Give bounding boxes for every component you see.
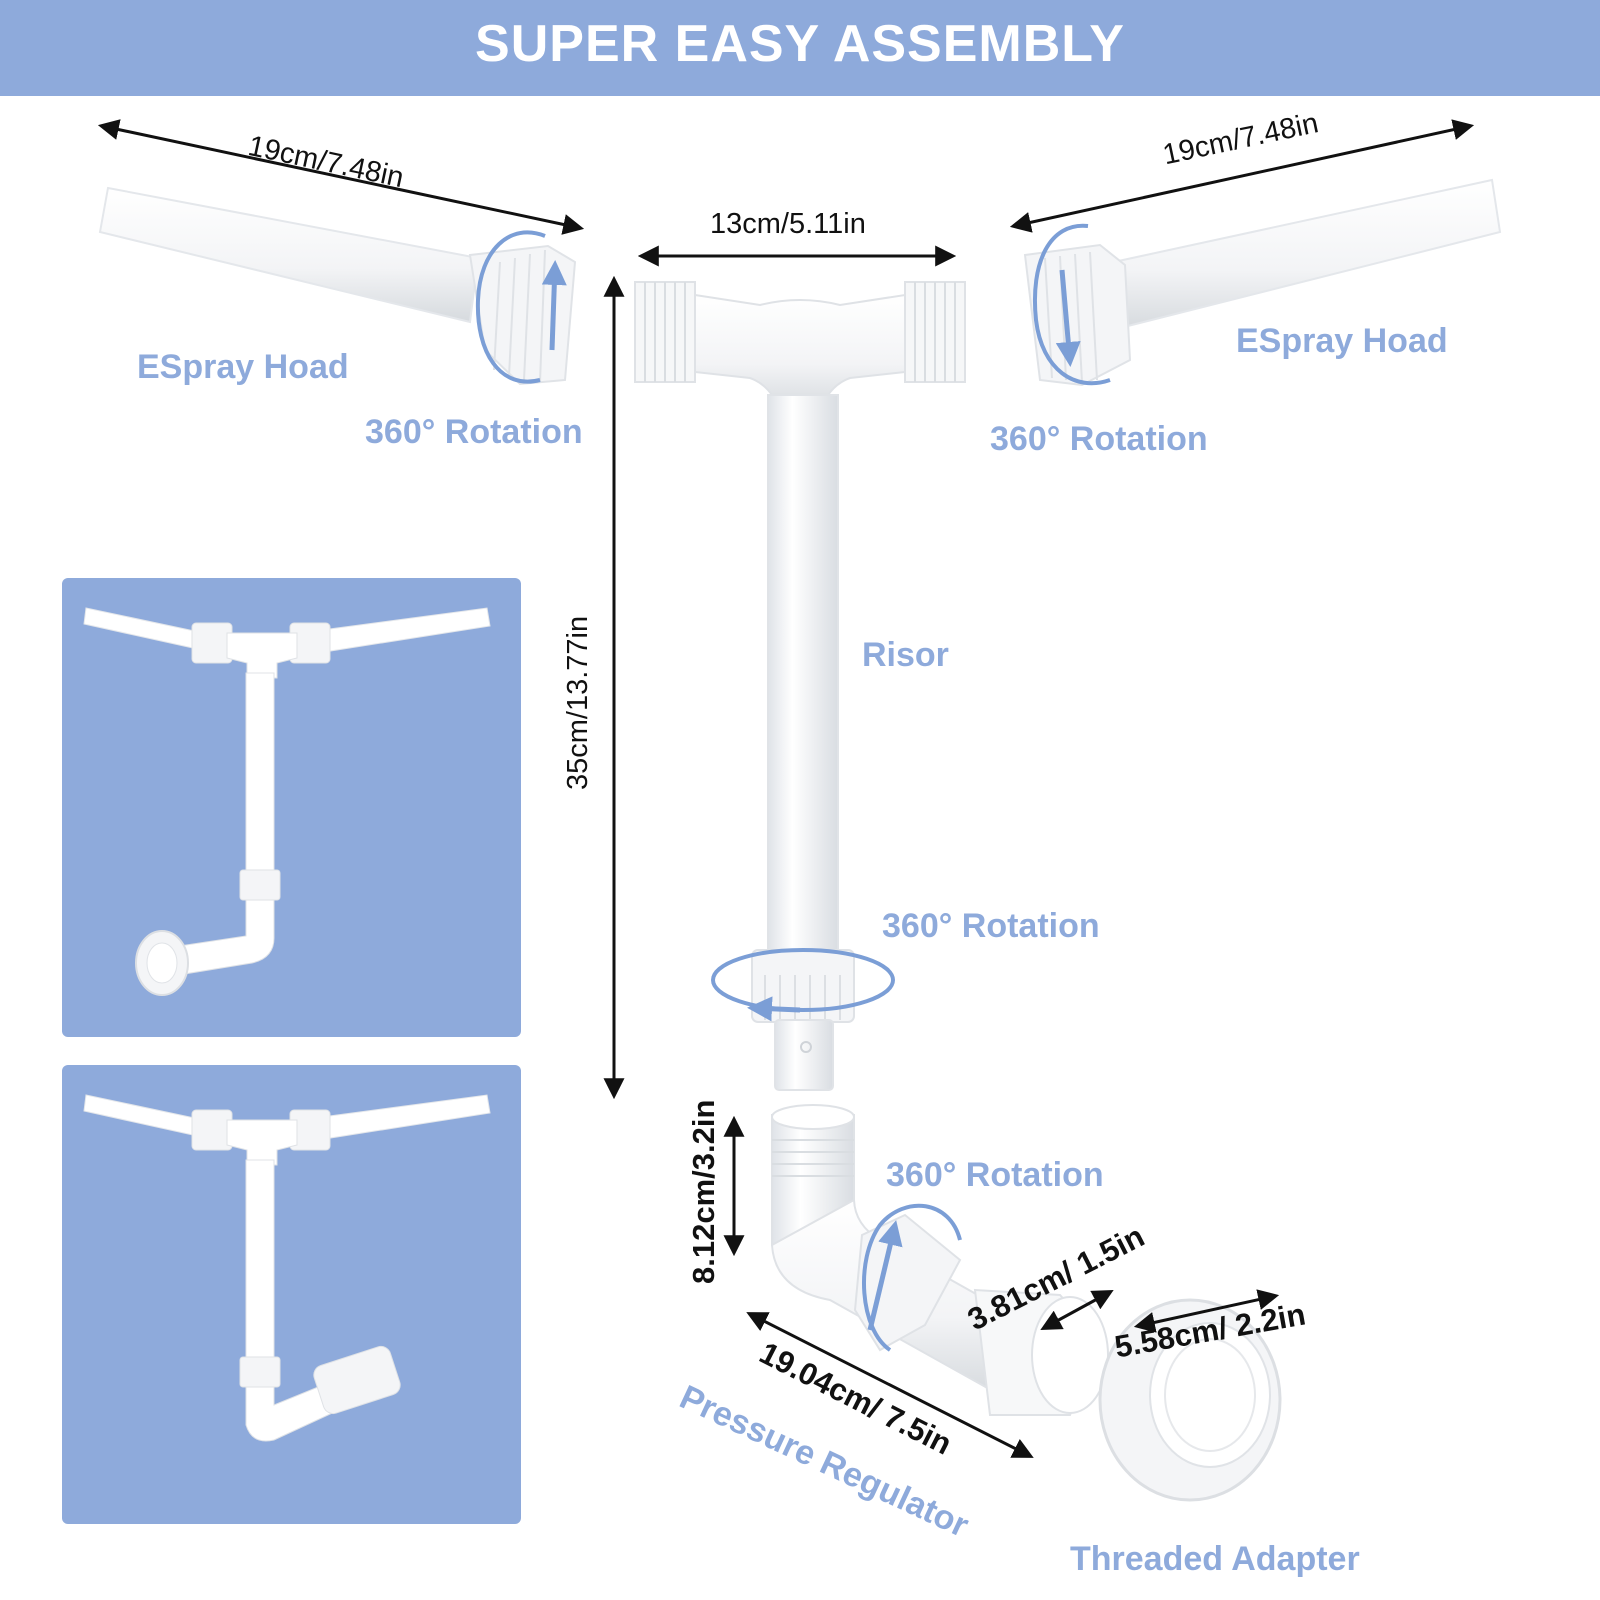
riser-rotation-arrow — [711, 948, 895, 1022]
riser-rotation-label: 360° Rotation — [882, 907, 1100, 945]
elbow-rotation-label: 360° Rotation — [886, 1156, 1104, 1194]
right-rotation-label: 360° Rotation — [990, 420, 1208, 458]
tee-fitting — [634, 281, 966, 411]
left-spray-head-label: ESpray Hoad — [137, 348, 349, 386]
dimension-arrows — [97, 119, 1475, 1458]
threaded-adapter-label: Threaded Adapter — [1070, 1540, 1360, 1578]
elbow-height-dimension: 8.12cm/3.2in — [686, 1099, 721, 1284]
product-diagram — [97, 119, 1502, 1502]
assembled-sprinkler-figure-1 — [83, 607, 491, 996]
tee-width-dimension: 13cm/5.11in — [710, 208, 866, 240]
riser-label: Risor — [862, 636, 949, 674]
page-title: SUPER EASY ASSEMBLY — [475, 15, 1125, 73]
riser — [751, 394, 855, 1091]
threaded-adapter — [1098, 1298, 1282, 1502]
header-banner: SUPER EASY ASSEMBLY — [0, 0, 1600, 96]
assembled-preview-1 — [62, 578, 521, 1037]
assembled-sprinkler-figure-2 — [83, 1094, 491, 1442]
right-spray-head-label: ESpray Hoad — [1236, 322, 1448, 360]
right-rotation-arrow — [1033, 223, 1111, 386]
assembled-preview-2 — [62, 1065, 521, 1524]
riser-height-dimension: 35cm/13.77in — [562, 615, 594, 790]
left-rotation-label: 360° Rotation — [365, 413, 583, 451]
